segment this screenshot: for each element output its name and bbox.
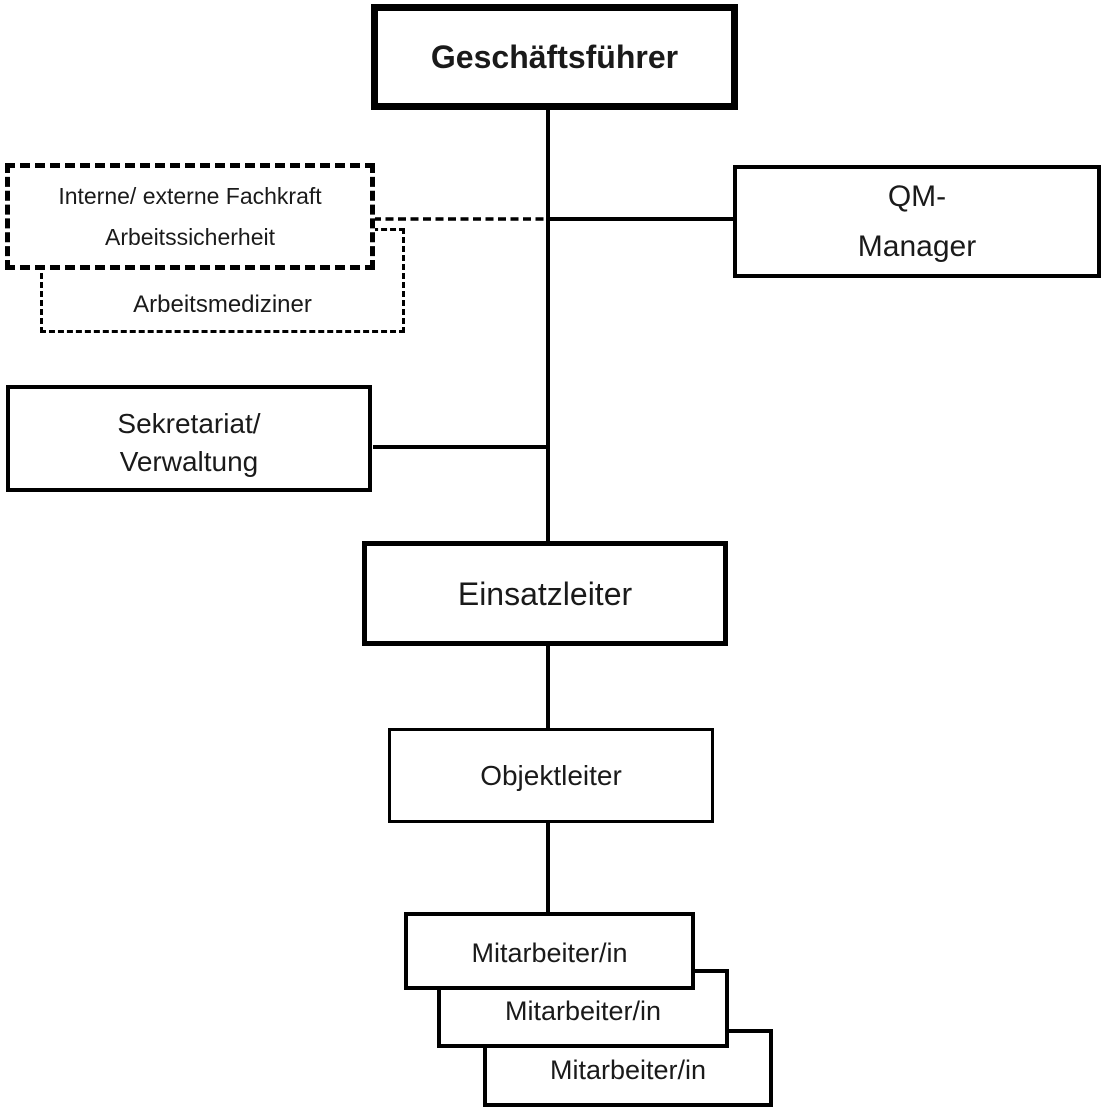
node-label-line1: Interne/ externe Fachkraft xyxy=(58,182,322,209)
node-label-line2: Verwaltung xyxy=(119,445,259,477)
node-label-line2: Arbeitssicherheit xyxy=(104,223,276,250)
node-label: Arbeitsmediziner xyxy=(133,291,312,318)
node-qm-manager: QM- Manager xyxy=(733,165,1101,278)
node-fachkraft-arbeitssicherheit: Interne/ externe Fachkraft Arbeitssicher… xyxy=(5,163,375,270)
node-objektleiter: Objektleiter xyxy=(388,728,714,823)
node-label: Geschäftsführer xyxy=(430,39,679,75)
node-label-line1: Sekretariat/ xyxy=(117,407,261,439)
node-sekretariat-verwaltung: Sekretariat/ Verwaltung xyxy=(6,385,372,492)
node-label: Mitarbeiter/in xyxy=(549,1055,707,1086)
node-label: Mitarbeiter/in xyxy=(504,995,662,1026)
node-einsatzleiter: Einsatzleiter xyxy=(362,541,728,646)
node-label: Objektleiter xyxy=(480,760,622,791)
node-mitarbeiter-1: Mitarbeiter/in xyxy=(404,912,695,990)
node-label: Mitarbeiter/in xyxy=(471,938,628,969)
node-geschaeftsfuehrer: Geschäftsführer xyxy=(371,4,738,110)
node-label-line1: QM- xyxy=(887,179,947,213)
node-label-line2: Manager xyxy=(857,229,977,263)
node-label: Einsatzleiter xyxy=(457,575,633,612)
